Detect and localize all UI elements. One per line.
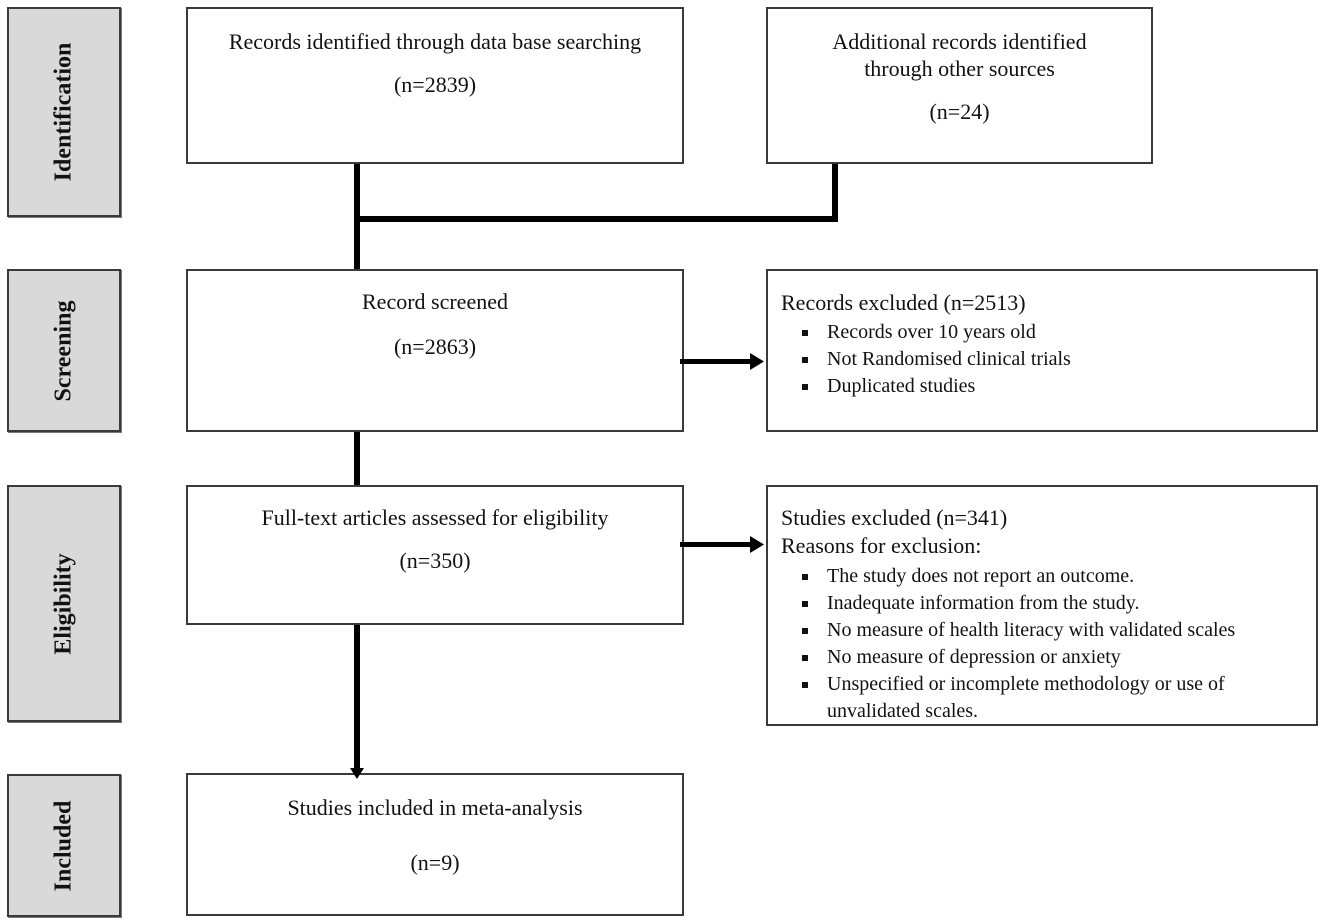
other-sources-text: Additional records identified through ot… <box>832 29 1087 81</box>
records-excluded-title: Records excluded (n=2513) <box>781 290 1026 315</box>
database-records-box: Records identified through data base sea… <box>186 7 684 164</box>
list-item: No measure of health literacy with valid… <box>802 617 1316 644</box>
arrow-to-studies-excluded <box>680 536 764 553</box>
records-excluded-list: Records over 10 years old Not Randomised… <box>781 319 1316 400</box>
studies-included-count: (n=9) <box>410 849 460 875</box>
records-screened-box: Record screened (n=2863) <box>186 269 684 432</box>
connector-screened-to-assessed <box>354 432 360 485</box>
studies-excluded-list: The study does not report an outcome. In… <box>781 563 1316 725</box>
list-item: Not Randomised clinical trials <box>802 346 1316 373</box>
studies-included-text: Studies included in meta-analysis <box>287 795 583 820</box>
phase-identification: Identification <box>7 7 121 217</box>
list-item: Inadequate information from the study. <box>802 590 1316 617</box>
phase-screening: Screening <box>7 269 121 432</box>
database-records-count: (n=2839) <box>393 71 477 97</box>
studies-included-box: Studies included in meta-analysis (n=9) <box>186 773 684 916</box>
phase-included: Included <box>7 774 121 917</box>
studies-excluded-box: Studies excluded (n=341) Reasons for exc… <box>766 485 1318 726</box>
list-item: No measure of depression or anxiety <box>802 644 1316 671</box>
phase-eligibility: Eligibility <box>7 485 121 722</box>
list-item: The study does not report an outcome. <box>802 563 1316 590</box>
list-item: Duplicated studies <box>802 373 1316 400</box>
connector-assessed-to-included <box>354 625 360 773</box>
arrow-to-records-excluded <box>680 353 764 370</box>
arrowhead-to-included <box>350 768 364 779</box>
list-item: Records over 10 years old <box>802 319 1316 346</box>
other-sources-box: Additional records identified through ot… <box>766 7 1153 164</box>
connector-other-down <box>832 164 838 222</box>
records-screened-count: (n=2863) <box>393 333 477 359</box>
studies-excluded-title: Studies excluded (n=341) <box>781 505 1008 530</box>
full-text-assessed-box: Full-text articles assessed for eligibil… <box>186 485 684 625</box>
list-item: Unspecified or incomplete methodology or… <box>802 671 1316 725</box>
records-excluded-box: Records excluded (n=2513) Records over 1… <box>766 269 1318 432</box>
full-text-assessed-text: Full-text articles assessed for eligibil… <box>261 505 609 530</box>
full-text-assessed-count: (n=350) <box>399 547 471 573</box>
studies-excluded-subtitle: Reasons for exclusion: <box>781 533 982 558</box>
records-screened-text: Record screened <box>362 289 508 314</box>
database-records-text: Records identified through data base sea… <box>228 29 642 54</box>
connector-merge-horizontal <box>354 216 838 222</box>
other-sources-count: (n=24) <box>929 98 990 124</box>
